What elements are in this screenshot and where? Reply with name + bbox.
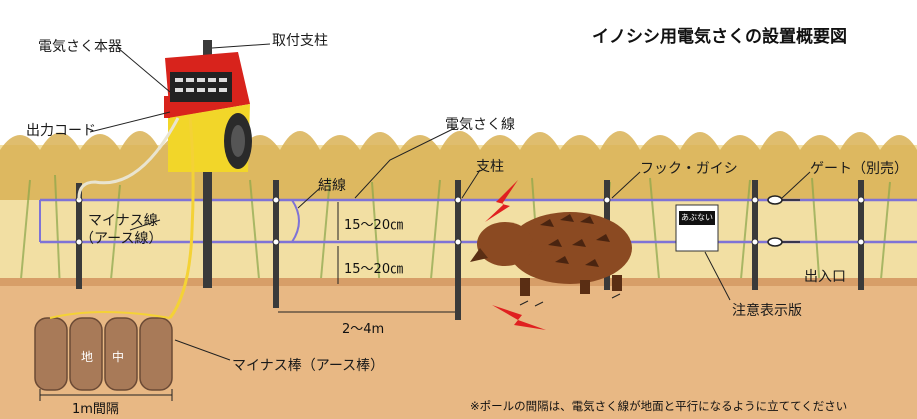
dimension-lines (39, 202, 455, 401)
fence-post-1 (76, 183, 82, 289)
earth-wire (168, 117, 195, 319)
tie-wire (291, 199, 300, 243)
leader-lines (89, 43, 811, 361)
warning-sign-text: あぶない (679, 211, 715, 225)
boar-illustration (470, 212, 632, 307)
footnote: ※ポールの間隔は、電気さく線が地面と平行になるように立ててください (470, 399, 848, 413)
label-minus-wire: マイナス線 (88, 213, 158, 229)
lightning-icon (492, 305, 546, 330)
dimension-post-spacing: 2～4m (342, 322, 385, 337)
dimension-upper-height: 15～20㎝ (344, 218, 404, 233)
label-post: 支柱 (476, 159, 504, 175)
label-ground-rod: マイナス棒（アース棒） (232, 358, 385, 374)
fence-post-3 (455, 180, 461, 320)
label-warning-sign: 注意表示版 (732, 303, 802, 319)
label-energizer: 電気さく本器 (38, 39, 122, 55)
fence-post-6 (858, 180, 864, 290)
label-mount-post: 取付支柱 (272, 33, 328, 49)
ground-rods (34, 311, 173, 391)
output-cord (77, 117, 180, 201)
fence-post-5 (752, 180, 758, 290)
gate-handles (767, 195, 800, 247)
label-gate: ゲート（別売） (810, 161, 908, 177)
dimension-lower-height: 15～20㎝ (344, 262, 404, 277)
label-entrance: 出入口 (804, 269, 846, 285)
energizer-unit (164, 52, 252, 172)
diagram-title: イノシシ用電気さくの設置概要図 (592, 27, 847, 47)
label-tie-wire: 結線 (318, 178, 346, 194)
label-fence-wire: 電気さく線 (445, 117, 515, 133)
dimension-rod-spacing: 1m間隔 (72, 402, 119, 417)
label-ground-chi: 地 (81, 350, 94, 364)
label-minus-wire-sub: （アース線） (80, 231, 163, 247)
label-output-cord: 出力コード (26, 123, 96, 139)
label-hook-insulator: フック・ガイシ (640, 161, 738, 177)
lightning-icon (485, 180, 518, 222)
label-ground-naka: 中 (112, 350, 125, 364)
